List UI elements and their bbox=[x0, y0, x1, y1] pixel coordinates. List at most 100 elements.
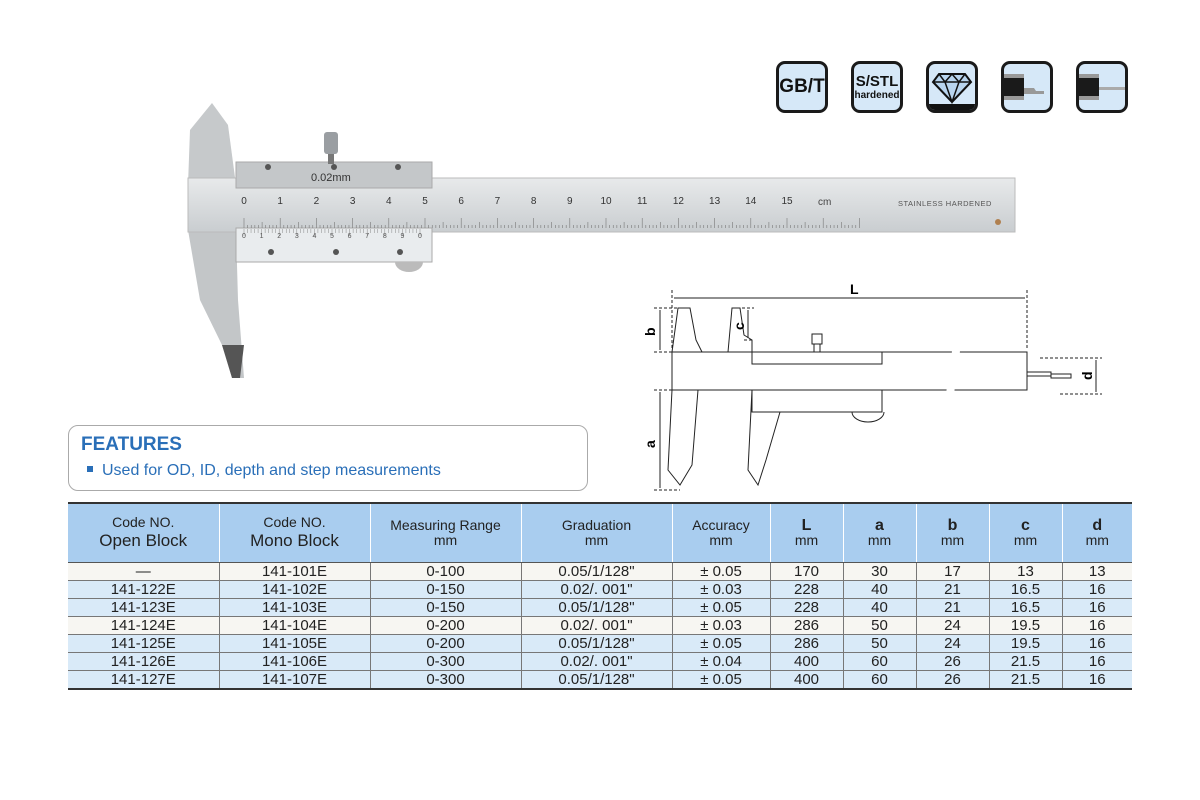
table-cell: 0-200 bbox=[369, 616, 521, 635]
header-unit: mm bbox=[584, 532, 609, 548]
table-cell: 19.5 bbox=[988, 634, 1062, 653]
table-cell: 141-103E bbox=[218, 598, 370, 617]
main-scale-number: 10 bbox=[600, 196, 612, 207]
header-title: Measuring Range bbox=[390, 517, 501, 533]
table-cell: 141-127E bbox=[68, 670, 219, 690]
vernier-scale-number: 2 bbox=[277, 233, 282, 240]
table-cell: ± 0.05 bbox=[671, 670, 770, 690]
header-unit: mm bbox=[794, 532, 819, 548]
table-cell: 0.02/. 001" bbox=[520, 616, 672, 635]
table-cell: 141-122E bbox=[68, 580, 219, 599]
table-cell: 60 bbox=[842, 652, 916, 671]
header-title: Code NO. bbox=[263, 513, 326, 530]
table-cell: — bbox=[68, 562, 219, 581]
header-title: Accuracy bbox=[692, 517, 750, 533]
table-cell: 141-106E bbox=[218, 652, 370, 671]
dim-label-c: c bbox=[731, 322, 747, 330]
table-cell: 50 bbox=[842, 616, 916, 635]
table-cell: 0-150 bbox=[369, 580, 521, 599]
table-cell: 17 bbox=[915, 562, 989, 581]
vernier-scale-number: 3 bbox=[294, 233, 299, 240]
table-cell: 0.02/. 001" bbox=[520, 652, 672, 671]
header-unit: mm bbox=[867, 532, 892, 548]
table-cell: 141-126E bbox=[68, 652, 219, 671]
vernier-scale-number: 9 bbox=[400, 233, 405, 240]
column-header: Code NO.Open Block bbox=[68, 503, 219, 563]
table-cell: 400 bbox=[769, 652, 843, 671]
dimension-diagram: L b a c d bbox=[642, 281, 1102, 491]
table-cell: 16 bbox=[1061, 580, 1132, 599]
header-unit: mm bbox=[709, 532, 733, 548]
table-cell: 40 bbox=[842, 580, 916, 599]
table-cell: 16 bbox=[1061, 634, 1132, 653]
scale-unit: cm bbox=[818, 197, 832, 208]
main-scale-number: 14 bbox=[745, 196, 757, 207]
resolution-label: 0.02mm bbox=[311, 172, 351, 184]
main-scale-number: 3 bbox=[349, 196, 356, 207]
table-cell: 0-150 bbox=[369, 598, 521, 617]
table-cell: 19.5 bbox=[988, 616, 1062, 635]
vernier-scale-number: 1 bbox=[259, 233, 264, 240]
table-cell: ± 0.04 bbox=[671, 652, 770, 671]
table-cell: 16 bbox=[1061, 598, 1132, 617]
header-unit: Open Block bbox=[99, 530, 188, 550]
vernier-scale-number: 8 bbox=[382, 233, 387, 240]
features-title: FEATURES bbox=[81, 434, 182, 455]
table-cell: 0.05/1/128" bbox=[520, 562, 672, 581]
table-cell: 21 bbox=[915, 598, 989, 617]
table-cell: 21.5 bbox=[988, 670, 1062, 690]
main-scale-number: 7 bbox=[494, 196, 501, 207]
engraving-text: STAINLESS HARDENED bbox=[898, 199, 992, 208]
table-cell: 13 bbox=[988, 562, 1062, 581]
dim-label-d: d bbox=[1079, 371, 1095, 380]
table-cell: 16 bbox=[1061, 616, 1132, 635]
table-cell: 141-125E bbox=[68, 634, 219, 653]
table-cell: 30 bbox=[842, 562, 916, 581]
table-cell: 0-300 bbox=[369, 670, 521, 690]
table-cell: 50 bbox=[842, 634, 916, 653]
table-cell: 141-101E bbox=[218, 562, 370, 581]
header-title: b bbox=[947, 517, 958, 534]
table-cell: 141-107E bbox=[218, 670, 370, 690]
badge-label: GB/T bbox=[779, 76, 825, 97]
header-unit: mm bbox=[433, 532, 458, 548]
table-cell: 16.5 bbox=[988, 580, 1062, 599]
main-scale-number: 1 bbox=[277, 196, 283, 207]
table-cell: 286 bbox=[769, 616, 843, 635]
table-cell: 0.02/. 001" bbox=[520, 580, 672, 599]
table-cell: ± 0.05 bbox=[671, 634, 770, 653]
vernier-scale-number: 4 bbox=[312, 233, 317, 240]
header-title: Code NO. bbox=[112, 513, 175, 530]
diamond-icon bbox=[926, 61, 978, 113]
table-cell: 16.5 bbox=[988, 598, 1062, 617]
header-unit: mm bbox=[1013, 532, 1038, 548]
table-cell: 0.05/1/128" bbox=[520, 670, 672, 690]
dim-label-a: a bbox=[642, 440, 658, 448]
table-cell: 141-104E bbox=[218, 616, 370, 635]
main-scale-number: 9 bbox=[567, 196, 573, 207]
table-cell: 26 bbox=[915, 652, 989, 671]
table-cell: 0.05/1/128" bbox=[520, 598, 672, 617]
table-cell: 141-102E bbox=[218, 580, 370, 599]
vernier-caliper-photo bbox=[187, 103, 1016, 378]
main-scale-number: 4 bbox=[386, 196, 392, 207]
table-cell: 13 bbox=[1061, 562, 1132, 581]
vernier-scale-number: 0 bbox=[418, 233, 422, 240]
table-cell: 16 bbox=[1061, 652, 1132, 671]
table-cell: 24 bbox=[915, 634, 989, 653]
main-scale-number: 12 bbox=[672, 196, 684, 207]
main-scale-number: 0 bbox=[241, 196, 247, 207]
vernier-scale-number: 6 bbox=[347, 233, 352, 240]
badge-label: S/STL bbox=[855, 73, 899, 90]
table-cell: 141-105E bbox=[218, 634, 370, 653]
